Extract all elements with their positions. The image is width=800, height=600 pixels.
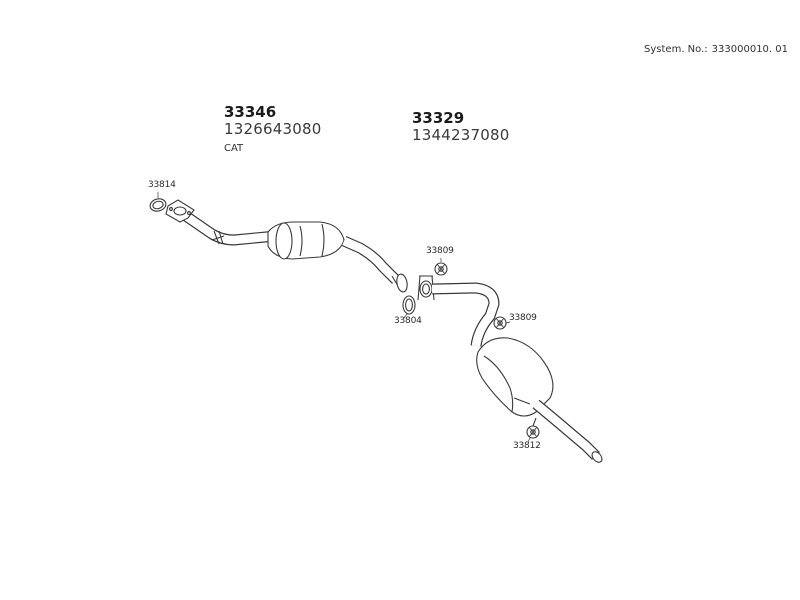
rear-part-number: 33329 [412, 109, 465, 127]
catalytic-converter [267, 221, 345, 260]
front-assembly-label: 33346 1326643080 CAT [224, 103, 322, 154]
callout-mount-rear: 33812 [513, 441, 541, 451]
front-flange [165, 199, 195, 223]
pipe-clamp [396, 273, 435, 301]
front-oe-number: 1326643080 [224, 120, 322, 139]
leader-mount-rear [527, 437, 531, 443]
system-number: System. No.:333000010. 01 [644, 44, 788, 55]
leader-mount-middle [505, 321, 511, 324]
callout-connection-ring: 33804 [394, 316, 422, 326]
system-number-value: 333000010. 01 [711, 44, 788, 55]
intermediate-pipe [341, 235, 400, 287]
tail-pipe [532, 399, 603, 463]
callout-mount-middle: 33809 [509, 313, 537, 323]
front-note: CAT [224, 142, 244, 154]
callout-mount-upper: 33809 [426, 246, 454, 256]
rubber-mount-upper [434, 262, 448, 276]
front-part-number: 33346 [224, 103, 277, 121]
rear-oe-number: 1344237080 [412, 126, 510, 145]
rubber-mount-middle [493, 316, 507, 330]
flange-gasket [149, 198, 167, 212]
system-number-label: System. No.: [644, 44, 708, 55]
callout-flange-gasket: 33814 [148, 180, 176, 190]
rear-assembly-label: 33329 1344237080 [412, 109, 510, 145]
connection-ring [402, 295, 416, 319]
rear-pipe [431, 282, 500, 347]
front-pipe [176, 207, 277, 246]
rubber-mount-rear [526, 417, 540, 439]
